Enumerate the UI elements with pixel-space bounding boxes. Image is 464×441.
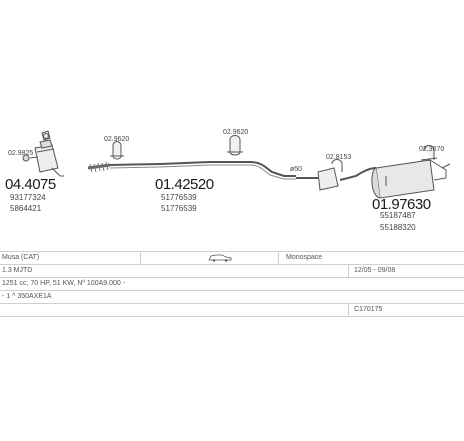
catalytic-converter-drawing bbox=[22, 130, 64, 177]
part-3-oem-2: 51776539 bbox=[161, 204, 197, 213]
part-3-number[interactable]: 01.42520 bbox=[155, 176, 214, 193]
info-row-3: 1251 cc, 70 HP, 51 KW, Nº 100A9.000 - bbox=[0, 278, 464, 291]
engine-spec: 1251 cc, 70 HP, 51 KW, Nº 100A9.000 - bbox=[2, 280, 126, 287]
part-6-clamp-label[interactable]: 02.8153 bbox=[326, 154, 352, 161]
part-2-clamp-label[interactable]: 02.9620 bbox=[104, 136, 130, 143]
part-3-oem-1: 51776539 bbox=[161, 193, 197, 202]
model-name: Musa (CAT) bbox=[2, 254, 40, 261]
car-icon bbox=[208, 253, 232, 264]
rear-connection-drawing bbox=[296, 159, 343, 191]
hanger-right-drawing bbox=[420, 145, 438, 161]
part-7-oem-2: 55188320 bbox=[380, 223, 416, 232]
part-4-clamp-label[interactable]: 02.9620 bbox=[223, 129, 249, 136]
part-7-number[interactable]: 01.97630 bbox=[372, 196, 431, 213]
exhaust-drawing bbox=[22, 130, 451, 199]
info-row-1: Musa (CAT) Monospace bbox=[0, 251, 464, 265]
hanger-middle-drawing bbox=[227, 135, 243, 156]
part-1-oem-1: 93177324 bbox=[10, 193, 46, 202]
part-1-clamp-label: 02.9825 bbox=[8, 150, 34, 157]
hanger-left-drawing bbox=[110, 141, 124, 160]
vehicle-info-table: Musa (CAT) Monospace 1.3 MJTD 12/05 - 09… bbox=[0, 251, 464, 317]
part-1-number[interactable]: 04.4075 bbox=[5, 176, 56, 193]
info-row-2: 1.3 MJTD 12/05 - 09/08 bbox=[0, 265, 464, 278]
engine-name: 1.3 MJTD bbox=[2, 267, 33, 274]
front-pipe-drawing bbox=[87, 161, 296, 180]
engine-code: - 1 ^ 350AXE1A bbox=[2, 293, 52, 300]
info-row-4: - 1 ^ 350AXE1A bbox=[0, 291, 464, 304]
exhaust-diagram: 02.9825 04.4075 93177324 5864421 02.9620… bbox=[5, 129, 451, 232]
pipe-diameter-label: ø50 bbox=[290, 166, 303, 173]
rear-silencer-drawing bbox=[339, 159, 451, 199]
system-reference: C170175 bbox=[354, 306, 383, 313]
part-1-oem-2: 5864421 bbox=[10, 204, 42, 213]
body-type: Monospace bbox=[286, 254, 323, 261]
part-7-oem-1: 55187487 bbox=[380, 211, 416, 220]
production-dates: 12/05 - 09/08 bbox=[354, 267, 396, 274]
part-8-clamp-label[interactable]: 02.3670 bbox=[419, 146, 445, 153]
info-row-5: C170175 bbox=[0, 304, 464, 317]
